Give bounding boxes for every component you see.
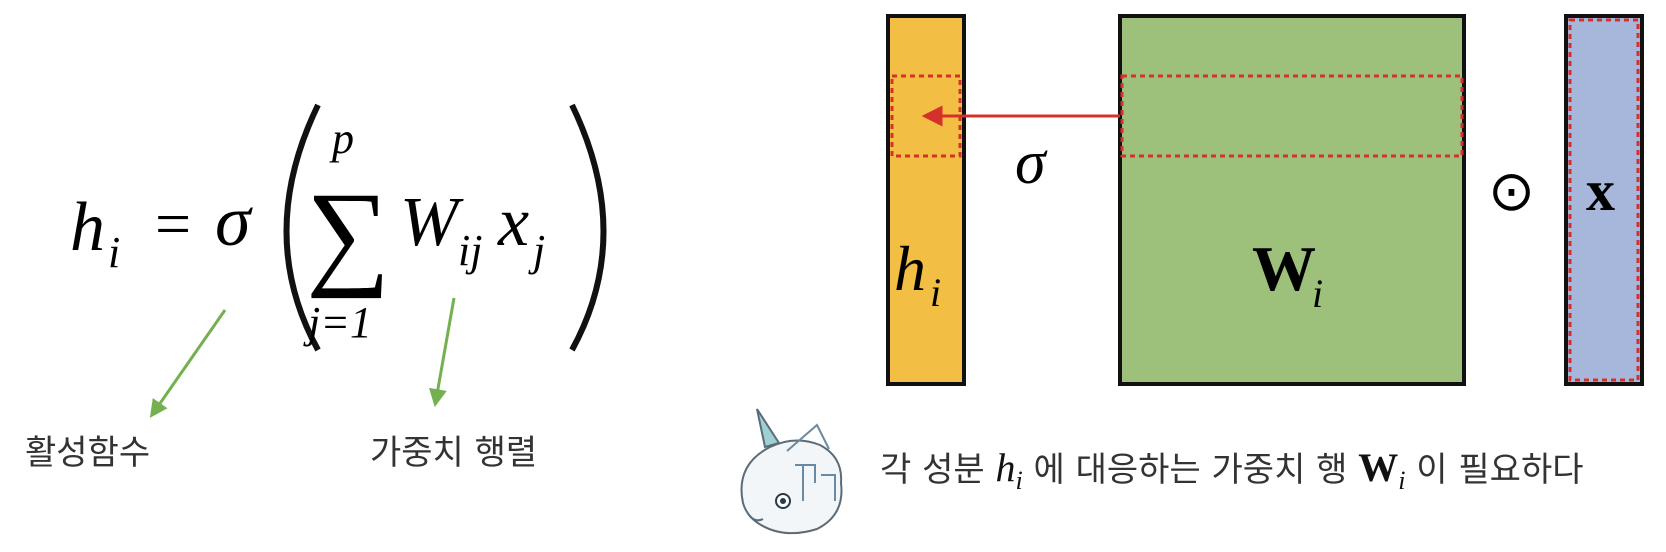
right-paren [569, 103, 607, 352]
caption-part2: 에 대응하는 가중치 행 [1022, 450, 1359, 490]
h-label-sub: i [930, 270, 941, 315]
caption-h: h [995, 445, 1016, 490]
caption-h-sub: i [1015, 465, 1023, 495]
w-label: W [1252, 233, 1316, 304]
activation-function-label: 활성함수 [25, 433, 151, 473]
odot-operator: ⊙ [1488, 159, 1535, 224]
w-row-highlight [1120, 74, 1464, 158]
weight-arrow [429, 297, 456, 408]
equation-h: h [70, 189, 105, 266]
matrix-diagram: h i σ W i ⊙ x [886, 14, 1644, 386]
caption-w: W [1358, 445, 1399, 490]
sum-lower: j=1 [303, 298, 372, 347]
weight-matrix-label: 가중치 행렬 [370, 433, 538, 473]
caption-w-sub: i [1398, 465, 1406, 495]
x-highlight [1568, 18, 1640, 382]
w-label-sub: i [1312, 271, 1323, 316]
caption-part3: 이 필요하다 [1405, 450, 1584, 490]
equation-w: W [400, 184, 464, 261]
left-paren [283, 103, 321, 352]
sum-upper: p [329, 114, 354, 163]
sum-symbol: ∑ [306, 168, 390, 299]
equation: h i = σ p ∑ j=1 W ij x j [70, 103, 607, 352]
equation-equals: = [155, 188, 191, 259]
equation-sigma: σ [215, 181, 253, 261]
h-label: h [894, 233, 926, 304]
caption-part1: 각 성분 [880, 450, 996, 490]
activation-arrow [149, 309, 227, 418]
x-label: x [1586, 158, 1615, 223]
equation-h-sub: i [108, 228, 120, 277]
equation-w-sub: ij [458, 226, 482, 275]
x-vector-box [1564, 14, 1644, 386]
equation-x: x [497, 184, 529, 261]
equation-x-sub: j [528, 226, 545, 275]
w-matrix-box [1118, 14, 1466, 386]
diagram-sigma: σ [1015, 129, 1048, 197]
mascot-unicorn-icon [740, 408, 843, 535]
h-vector-box [886, 14, 966, 386]
caption: 각 성분 hi 에 대응하는 가중치 행 Wi 이 필요하다 [880, 442, 1584, 496]
